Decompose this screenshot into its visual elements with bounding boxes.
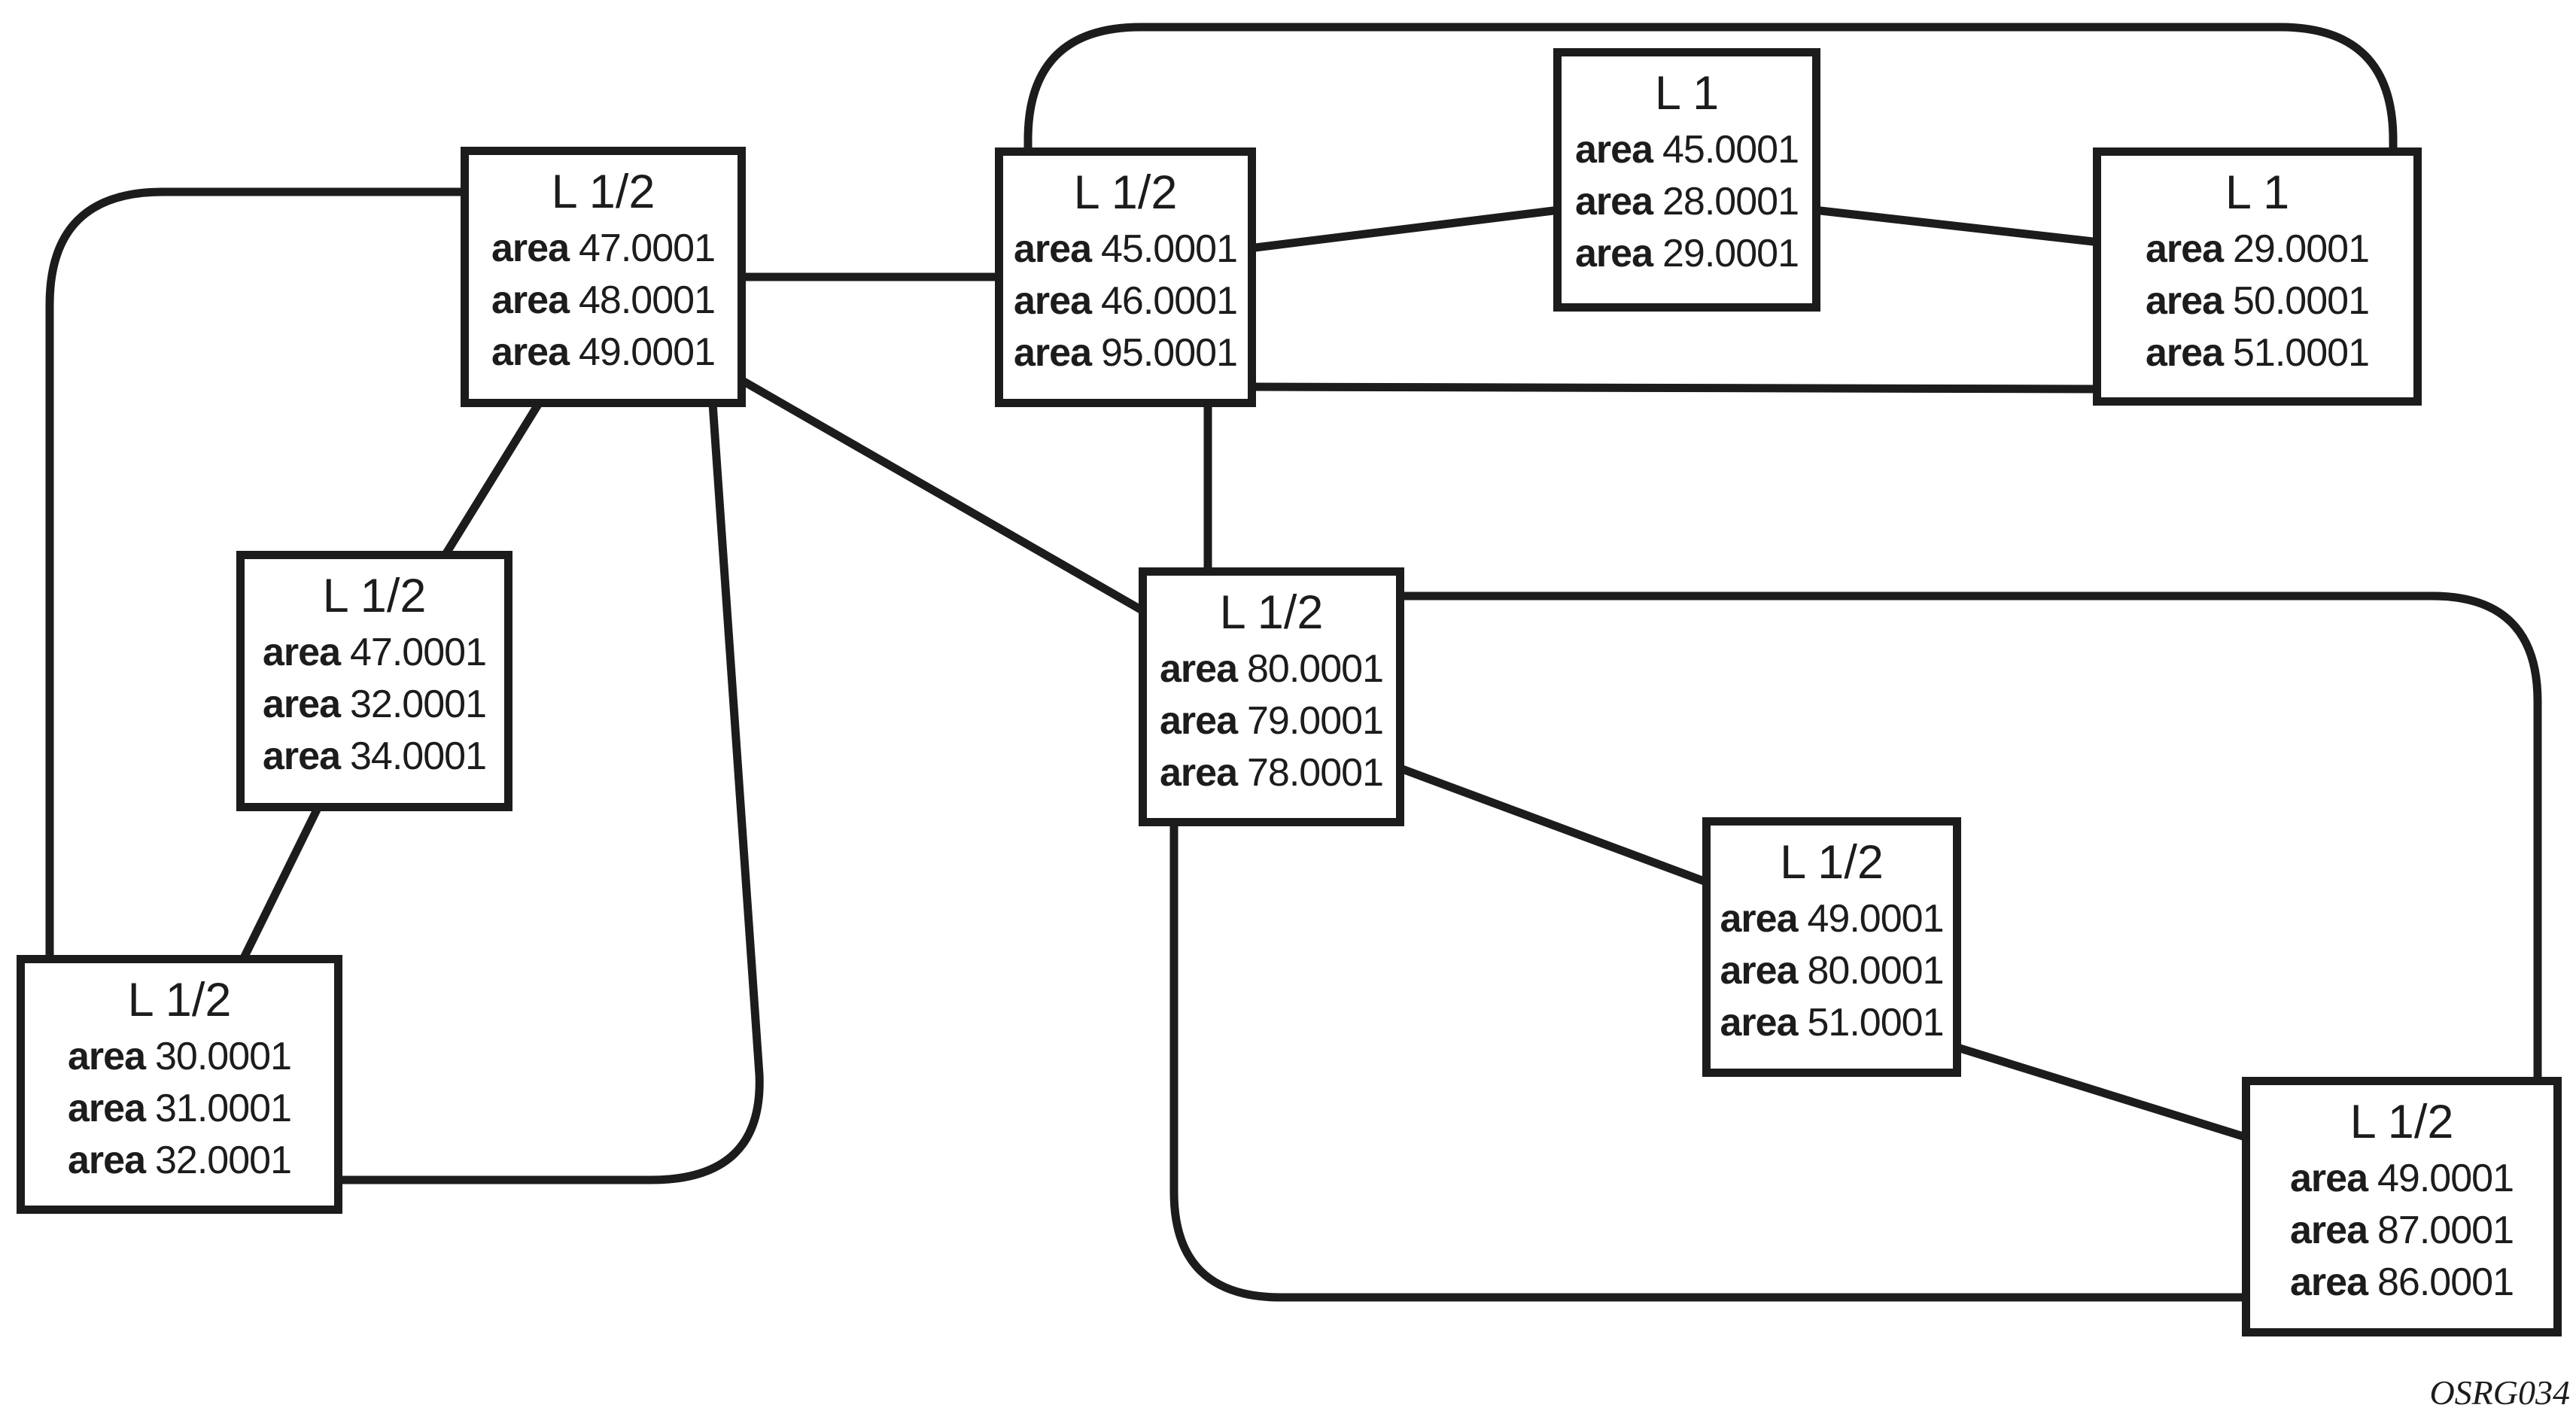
edge-mid-right--bottom-right xyxy=(1954,1042,2249,1142)
figure-id-label: OSRG034 xyxy=(2429,1373,2570,1412)
edge-center--bottom-right-top xyxy=(1398,591,2542,1080)
edge-top-middle--top-right-lower xyxy=(1248,382,2100,394)
node-title: L 1/2 xyxy=(551,166,655,218)
edge-mid-left--bottom-left xyxy=(239,803,323,963)
edge-center--mid-right xyxy=(1397,763,1710,887)
edge-center--bottom-right-bottom xyxy=(1169,820,2248,1302)
node-title: L 1 xyxy=(1654,67,1720,120)
edge-top-left--bottom-left-down xyxy=(339,403,764,1184)
node-title: L 1/2 xyxy=(1219,586,1324,639)
edge-top-left--bottom-left-loop xyxy=(45,187,464,958)
edge-top-l1--top-right xyxy=(1813,205,2100,247)
node-title: L 1/2 xyxy=(322,570,427,622)
edge-top-middle--top-l1 xyxy=(1248,205,1560,253)
edge-top-left--center xyxy=(739,376,1147,616)
node-title: L 1/2 xyxy=(1073,166,1178,219)
edge-top-left--mid-left xyxy=(440,401,543,559)
node-title: L 1/2 xyxy=(2349,1096,2454,1148)
edge-top-middle--top-right-loop xyxy=(1023,23,2398,151)
node-title: L 1 xyxy=(2225,166,2290,219)
node-title: L 1/2 xyxy=(1780,836,1884,889)
node-title: L 1/2 xyxy=(127,974,232,1026)
